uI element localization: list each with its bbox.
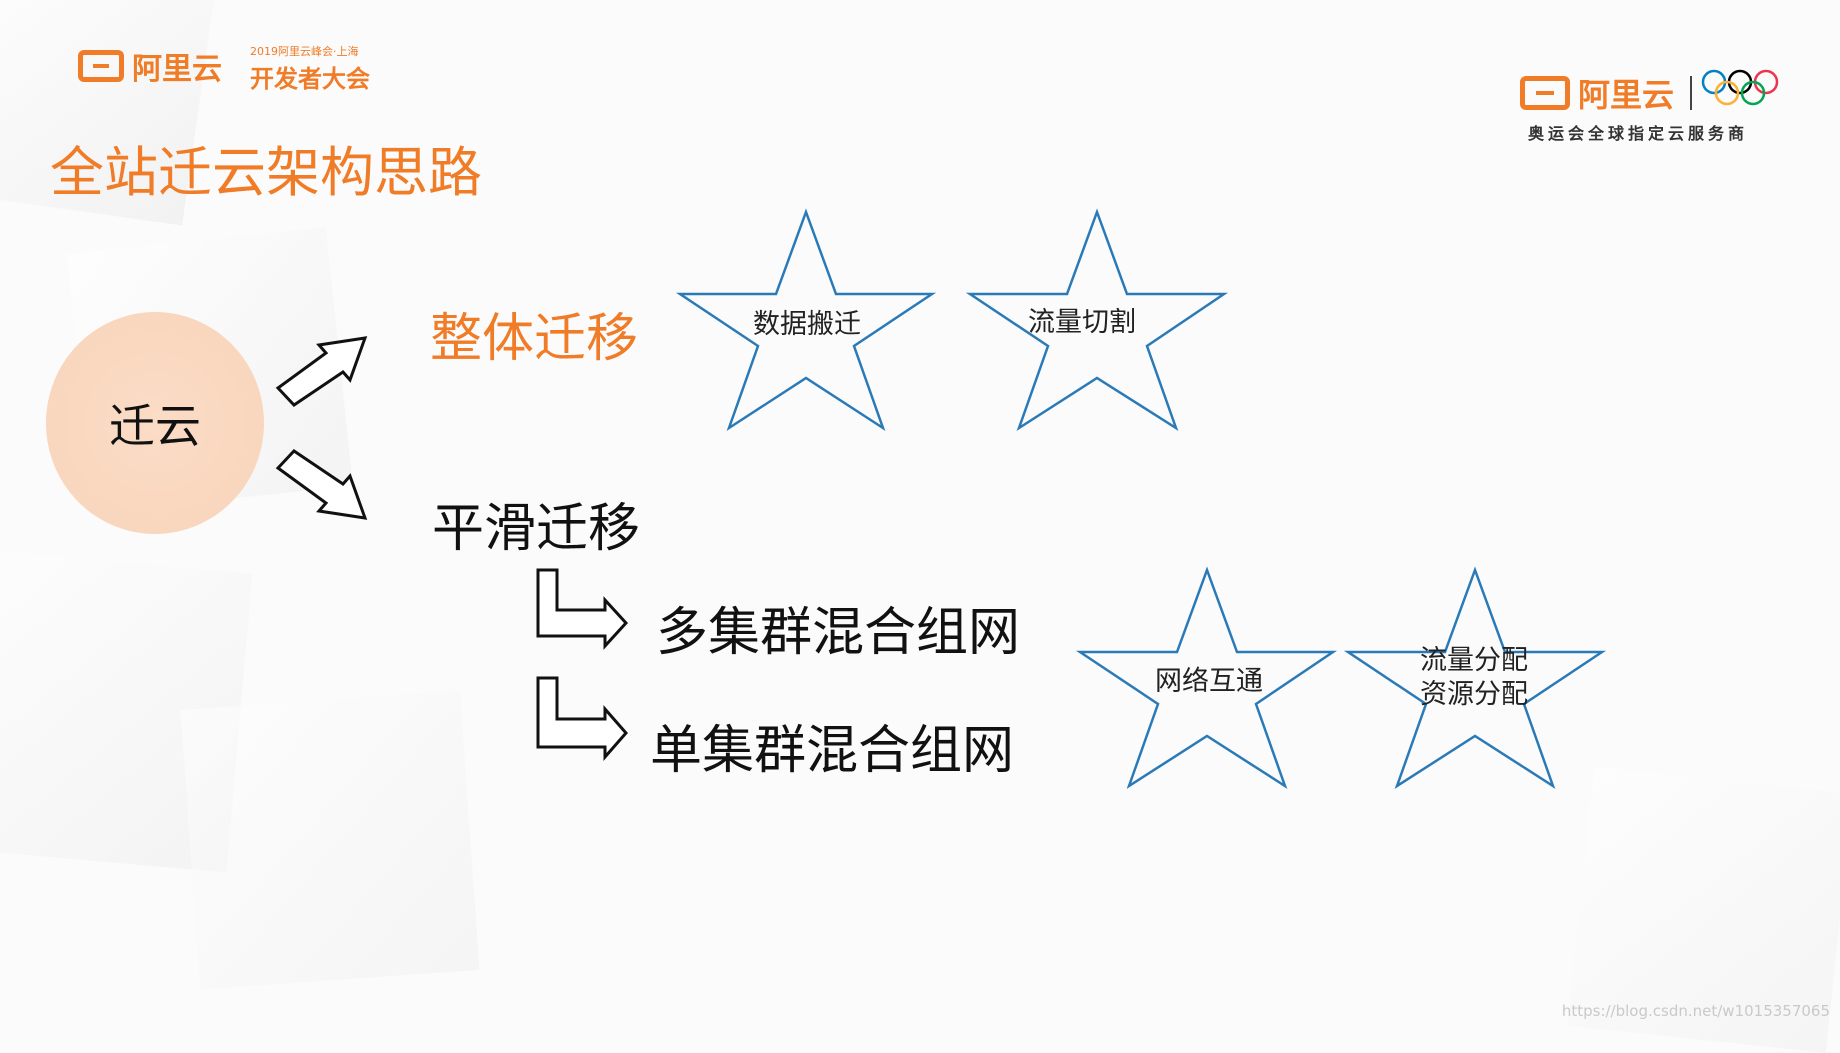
aliyun-bracket-icon — [1520, 76, 1570, 110]
bent-arrow-icon — [536, 676, 628, 761]
bent-arrow-icon — [536, 568, 629, 650]
olympic-caption: 奥运会全球指定云服务商 — [1528, 124, 1749, 143]
star-label-traffic-cut: 流量切割 — [1028, 307, 1136, 338]
aliyun-bracket-icon — [78, 50, 124, 82]
star-allocation-icon — [1343, 566, 1607, 790]
sub-multi-cluster: 多集群混合组网 — [656, 603, 1021, 663]
star-data-move-icon — [675, 208, 937, 432]
star-label-traffic-alloc: 流量分配 — [1420, 645, 1528, 676]
brand-right: 阿里云 — [1578, 76, 1675, 114]
arrow-down-right-icon — [275, 449, 368, 520]
aliyun-logo-left: 阿里云 — [78, 44, 222, 88]
branch-whole-migration: 整体迁移 — [430, 309, 639, 369]
center-node-label: 迁云 — [109, 399, 201, 453]
event-name: 开发者大会 — [250, 65, 370, 93]
star-network-icon — [1075, 566, 1338, 790]
star-traffic-cut-icon — [965, 208, 1229, 432]
star-label-data-move: 数据搬迁 — [753, 309, 861, 340]
aliyun-logo-right: 阿里云 — [1520, 70, 1693, 116]
star-label-network: 网络互通 — [1155, 666, 1263, 697]
event-year-line: 2019阿里云峰会·上海 — [250, 45, 359, 58]
arrow-up-right-icon — [275, 336, 368, 407]
event-badge: 2019阿里云峰会·上海 开发者大会 — [250, 43, 370, 94]
star-label-resource-alloc: 资源分配 — [1420, 679, 1528, 710]
center-node: 迁云 — [46, 312, 264, 534]
branch-smooth-migration: 平滑迁移 — [432, 499, 641, 559]
watermark: https://blog.csdn.net/w1015357065 — [1561, 1002, 1830, 1020]
divider — [1690, 76, 1693, 110]
slide-title: 全站迁云架构思路 — [50, 141, 482, 204]
diagram-arrows — [275, 208, 1607, 790]
sub-single-cluster: 单集群混合组网 — [650, 721, 1015, 781]
brand-left: 阿里云 — [132, 52, 222, 87]
olympic-rings-icon — [1701, 69, 1779, 106]
